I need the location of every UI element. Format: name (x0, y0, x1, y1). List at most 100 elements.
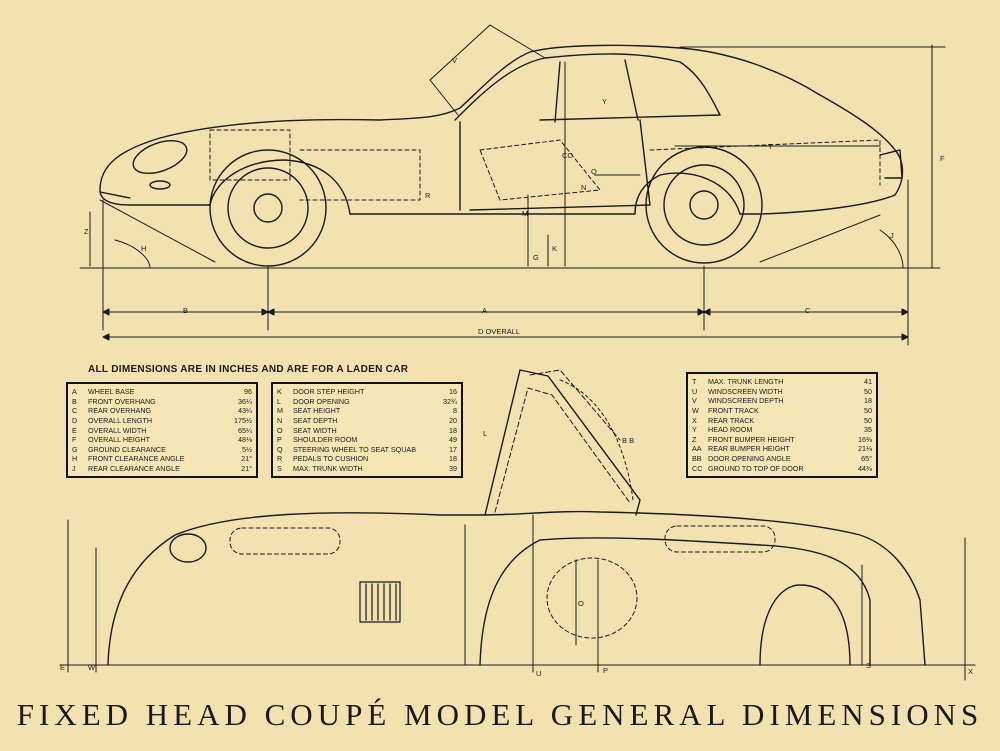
dimension-value: 8 (453, 406, 457, 416)
dimension-name: PEDALS TO CUSHION (293, 454, 369, 464)
dimension-key: X (692, 415, 697, 425)
dim-label-bb: B B (622, 436, 635, 445)
dimension-name: MAX. TRUNK LENGTH (708, 377, 784, 387)
dimension-key: U (692, 386, 698, 396)
dimension-key: D (72, 416, 78, 426)
dim-label-u: U (536, 669, 542, 678)
dimension-name: SHOULDER ROOM (293, 435, 358, 445)
dimension-key: AA (692, 444, 702, 454)
side-elevation-drawing (79, 24, 946, 346)
dimension-key: B (72, 396, 77, 406)
dim-label-p: P (603, 666, 609, 675)
dim-label-y: Y (602, 97, 608, 106)
dimension-value: 5½ (242, 444, 252, 454)
dimension-value: 18 (449, 454, 457, 464)
dim-label-q: Q (591, 167, 597, 176)
dimension-name: WINDSCREEN DEPTH (708, 396, 784, 406)
table-row: M SEAT HEIGHT 8 (277, 406, 457, 416)
dim-label-v: V (452, 56, 458, 65)
dimension-key: O (277, 425, 283, 435)
dimension-name: WINDSCREEN WIDTH (708, 386, 783, 396)
dim-label-g: G (533, 253, 539, 262)
dimension-value: 16 (449, 387, 457, 397)
dimension-value: 43¼ (238, 406, 252, 416)
dim-label-d-overall: D OVERALL (478, 327, 521, 336)
dimension-value: 36¼ (238, 396, 252, 406)
dimension-value: 35 (864, 425, 872, 435)
dim-label-e: E (60, 663, 66, 672)
dimension-key: F (72, 435, 77, 445)
dimension-key: A (72, 387, 77, 397)
dimension-key: V (692, 396, 697, 406)
dim-label-w: W (88, 663, 96, 672)
dimension-key: H (72, 454, 78, 464)
dimension-name: DOOR STEP HEIGHT (293, 387, 365, 397)
dimension-value: 21⅛ (858, 444, 872, 454)
dimension-name: FRONT OVERHANG (88, 396, 156, 406)
table-row: V WINDSCREEN DEPTH 18 (692, 396, 872, 406)
dim-label-cc: CC (562, 151, 573, 160)
dimension-name: OVERALL HEIGHT (88, 435, 151, 445)
dimension-name: FRONT BUMPER HEIGHT (708, 434, 795, 444)
table-row: F OVERALL HEIGHT 48⅛ (72, 435, 252, 445)
dimension-name: OVERALL WIDTH (88, 425, 147, 435)
dimension-value: 32¾ (443, 396, 457, 406)
dimension-key: J (72, 464, 76, 474)
dimension-value: 65¼ (238, 425, 252, 435)
dimension-key: W (692, 406, 699, 416)
dimension-value: 50 (864, 406, 872, 416)
dimension-key: L (277, 396, 281, 406)
dim-label-a: A (482, 306, 488, 315)
dim-label-f: F (940, 154, 945, 163)
dim-label-x: X (968, 667, 974, 676)
dimension-value: 39 (449, 464, 457, 474)
dimension-key: R (277, 454, 283, 464)
dim-label-r: R (425, 191, 431, 200)
dimension-value: 16⅜ (858, 434, 872, 444)
table-row: K DOOR STEP HEIGHT 16 (277, 387, 457, 397)
table-row: J REAR CLEARANCE ANGLE 21° (72, 464, 252, 474)
dimension-key: S (277, 464, 282, 474)
dim-label-m: M (522, 209, 529, 218)
page-title: FIXED HEAD COUPÉ MODEL GENERAL DIMENSION… (16, 697, 984, 732)
dimension-name: REAR CLEARANCE ANGLE (88, 464, 180, 474)
dimension-name: STEERING WHEEL TO SEAT SQUAB (293, 444, 417, 454)
dimension-value: 48⅛ (238, 435, 252, 445)
dim-label-z: Z (84, 227, 89, 236)
dimension-value: 17 (449, 444, 457, 454)
dimension-key: K (277, 387, 282, 397)
dimension-key: CC (692, 463, 703, 473)
dimension-value: 18 (864, 396, 872, 406)
dimension-value: 44⅜ (858, 463, 872, 473)
dimension-value: 41 (864, 377, 872, 387)
dimension-value: 21° (241, 464, 252, 474)
dimension-name: WHEEL BASE (88, 387, 135, 397)
dimension-name: DOOR OPENING (293, 396, 350, 406)
dimension-name: SEAT HEIGHT (293, 406, 341, 416)
dimension-name: MAX. TRUNK WIDTH (293, 464, 363, 474)
dimension-key: G (72, 444, 78, 454)
plan-elevation-drawing (59, 369, 976, 681)
dim-label-l: L (483, 429, 488, 438)
dim-label-n: N (581, 183, 587, 192)
dimension-name: GROUND CLEARANCE (88, 444, 166, 454)
dimension-key: N (277, 416, 283, 426)
dimension-key: M (277, 406, 283, 416)
dim-label-o: O (578, 599, 584, 608)
dimension-name: REAR OVERHANG (88, 406, 152, 416)
